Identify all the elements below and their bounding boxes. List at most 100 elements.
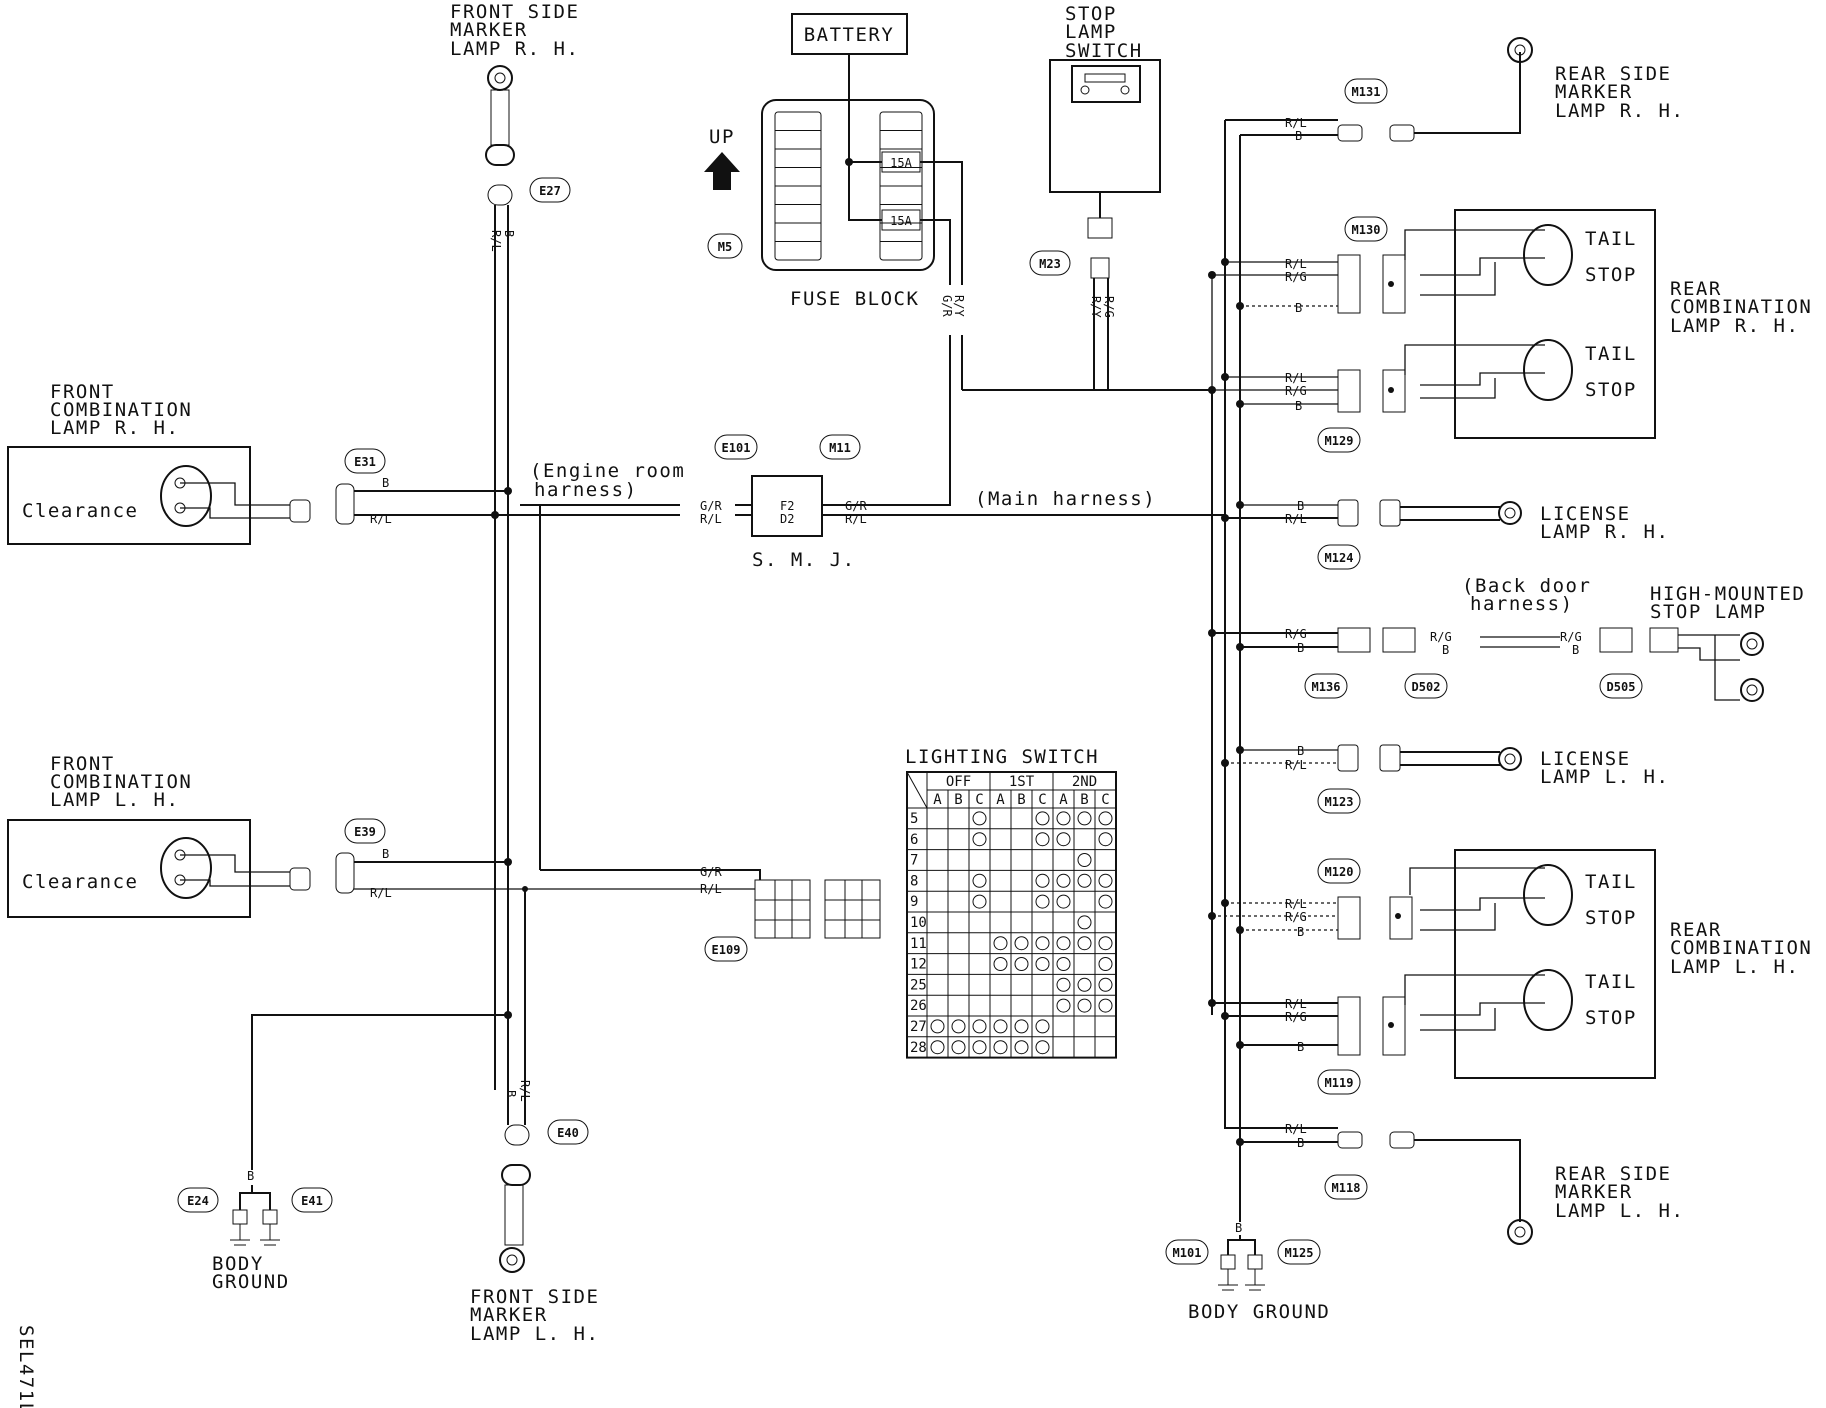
connector-m131: M131 bbox=[1344, 78, 1388, 104]
svg-text:HIGH-MOUNTED: HIGH-MOUNTED bbox=[1650, 583, 1805, 605]
switch-contact-mark bbox=[1098, 936, 1113, 951]
svg-text:R/L: R/L bbox=[1285, 116, 1307, 130]
svg-text:LAMP L. H.: LAMP L. H. bbox=[470, 1323, 599, 1345]
svg-text:G/R: G/R bbox=[845, 499, 867, 513]
switch-contact-mark bbox=[993, 957, 1008, 971]
svg-text:M119: M119 bbox=[1325, 1076, 1354, 1090]
switch-contact-mark bbox=[1035, 957, 1050, 971]
switch-subcolumn-label: C bbox=[1101, 792, 1109, 808]
switch-contact-mark bbox=[1035, 1040, 1050, 1055]
switch-contact-mark bbox=[1035, 936, 1050, 951]
connector-m125: M125 bbox=[1277, 1239, 1321, 1265]
switch-contact-mark bbox=[1077, 977, 1092, 992]
engine-room-harness-label: (Engine room harness) bbox=[530, 460, 684, 501]
rear-side-marker-lh: REAR SIDE MARKER LAMP L. H. bbox=[1414, 1139, 1684, 1245]
svg-text:R/L: R/L bbox=[845, 512, 867, 526]
connector-e109: E109 bbox=[704, 936, 748, 962]
svg-text:LAMP L. H.: LAMP L. H. bbox=[1555, 1200, 1684, 1222]
switch-contact-mark bbox=[1098, 873, 1113, 888]
switch-subcolumn-label: B bbox=[1017, 792, 1025, 808]
svg-text:D2: D2 bbox=[780, 512, 794, 526]
svg-text:M125: M125 bbox=[1285, 1246, 1314, 1260]
switch-position-label: OFF bbox=[946, 774, 971, 790]
svg-text:M124: M124 bbox=[1325, 551, 1354, 565]
switch-contact-mark bbox=[972, 811, 987, 826]
switch-contact-mark bbox=[1056, 832, 1071, 847]
svg-text:LAMP L. H.: LAMP L. H. bbox=[1540, 766, 1669, 788]
connector-e31: E31 bbox=[344, 448, 386, 474]
switch-contact-mark bbox=[1035, 894, 1050, 909]
svg-text:M129: M129 bbox=[1325, 434, 1354, 448]
svg-text:M101: M101 bbox=[1173, 1246, 1202, 1260]
svg-text:B: B bbox=[247, 1169, 254, 1183]
svg-text:LAMP R. H.: LAMP R. H. bbox=[1670, 315, 1799, 337]
connector-m23: M23 bbox=[1029, 250, 1071, 276]
svg-text:TAIL: TAIL bbox=[1585, 871, 1637, 893]
body-ground-right-icon bbox=[1218, 1254, 1265, 1291]
svg-text:LAMP L. H.: LAMP L. H. bbox=[50, 789, 179, 811]
switch-contact-mark bbox=[930, 1019, 945, 1034]
svg-text:LAMP: LAMP bbox=[1065, 21, 1117, 43]
svg-text:Clearance: Clearance bbox=[22, 500, 138, 522]
svg-text:(Back door: (Back door bbox=[1462, 575, 1591, 597]
switch-contact-mark bbox=[993, 1040, 1008, 1055]
connector-m124: M124 bbox=[1317, 544, 1361, 570]
junction-dot bbox=[1236, 746, 1244, 754]
switch-terminal-label: 28 bbox=[910, 1040, 927, 1056]
junction-dot bbox=[1221, 514, 1229, 522]
svg-text:STOP: STOP bbox=[1585, 264, 1637, 286]
svg-text:FRONT: FRONT bbox=[50, 753, 115, 775]
svg-text:B: B bbox=[382, 476, 389, 490]
switch-contact-mark bbox=[1014, 936, 1029, 951]
svg-text:M131: M131 bbox=[1352, 85, 1381, 99]
svg-text:STOP LAMP: STOP LAMP bbox=[1650, 601, 1766, 623]
fuse-block: 15A 15A FUSE BLOCK bbox=[761, 99, 935, 310]
switch-contact-mark bbox=[1035, 1019, 1050, 1034]
up-label: UP bbox=[709, 126, 735, 148]
svg-text:B: B bbox=[1442, 643, 1449, 657]
svg-text:M5: M5 bbox=[718, 240, 732, 254]
switch-contact-mark bbox=[1077, 936, 1092, 951]
switch-contact-mark bbox=[972, 873, 987, 888]
switch-contact-mark bbox=[1077, 873, 1092, 888]
switch-contact-mark bbox=[1098, 998, 1113, 1013]
svg-text:R/Y: R/Y bbox=[1089, 296, 1103, 318]
connector-m119: M119 bbox=[1317, 1069, 1361, 1095]
junction-dot bbox=[1208, 629, 1216, 637]
svg-text:D502: D502 bbox=[1412, 680, 1441, 694]
connector-m5: M5 bbox=[707, 233, 743, 259]
fuse-block-label: FUSE BLOCK bbox=[790, 288, 919, 310]
svg-text:E31: E31 bbox=[354, 455, 376, 469]
junction-dot bbox=[1236, 1041, 1244, 1049]
switch-contact-mark bbox=[1098, 811, 1113, 826]
switch-subcolumn-label: C bbox=[975, 792, 983, 808]
svg-text:R/G: R/G bbox=[1285, 384, 1307, 398]
svg-text:COMBINATION: COMBINATION bbox=[50, 399, 192, 421]
switch-contact-mark bbox=[1035, 811, 1050, 826]
switch-contact-mark bbox=[1098, 957, 1113, 971]
svg-text:MARKER: MARKER bbox=[1555, 81, 1633, 103]
switch-contact-mark bbox=[1098, 832, 1113, 847]
back-door-harness-label: (Back door harness) bbox=[1462, 575, 1591, 615]
junction-dot bbox=[1221, 1012, 1229, 1020]
switch-terminal-label: 12 bbox=[910, 957, 927, 973]
svg-text:R/G: R/G bbox=[1285, 910, 1307, 924]
figure-code: SEL471L bbox=[15, 1325, 37, 1408]
battery-label: BATTERY bbox=[804, 24, 895, 46]
svg-text:LICENSE: LICENSE bbox=[1540, 503, 1631, 525]
fuse-15a-upper: 15A bbox=[890, 156, 912, 170]
junction-dot bbox=[1221, 899, 1229, 907]
connector-e24: E24 bbox=[177, 1187, 219, 1213]
svg-text:R/L: R/L bbox=[1285, 257, 1307, 271]
wire-label-gr-fuse: G/R bbox=[940, 295, 954, 317]
svg-text:E27: E27 bbox=[539, 184, 561, 198]
junction-dot bbox=[1208, 999, 1216, 1007]
svg-text:G/R: G/R bbox=[700, 499, 722, 513]
switch-terminal-label: 6 bbox=[910, 832, 918, 848]
license-lamp-lh: LICENSE LAMP L. H. bbox=[1400, 747, 1669, 788]
svg-text:E109: E109 bbox=[712, 943, 741, 957]
switch-contact-mark bbox=[1077, 853, 1092, 867]
svg-text:REAR: REAR bbox=[1670, 278, 1722, 300]
svg-text:STOP: STOP bbox=[1065, 3, 1117, 25]
